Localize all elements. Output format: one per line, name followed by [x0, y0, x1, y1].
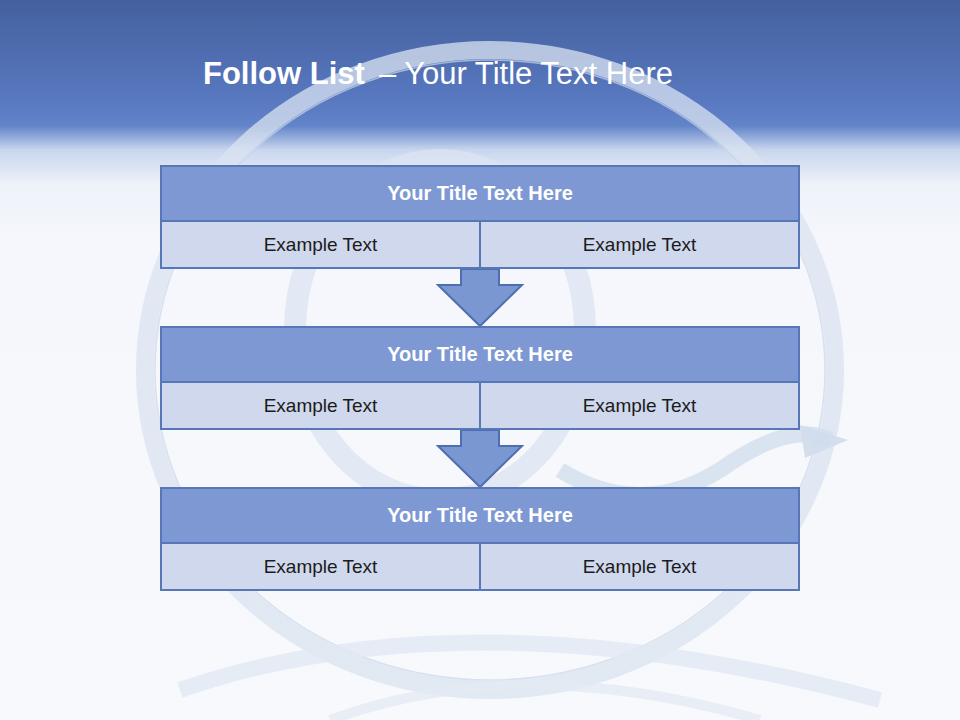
- example-cell: Example Text: [160, 381, 481, 430]
- slide-heading: Follow List – Your Title Text Here: [203, 56, 673, 92]
- swirl-arrowhead: [800, 425, 848, 458]
- cell-text: Example Text: [583, 234, 697, 256]
- flow-arrow: [438, 430, 522, 487]
- step-title: Your Title Text Here: [387, 504, 573, 527]
- swirl-ring: [145, 50, 835, 690]
- slide-title: Follow List: [203, 56, 365, 92]
- cell-text: Example Text: [264, 556, 378, 578]
- cell-text: Example Text: [264, 234, 378, 256]
- step-title: Your Title Text Here: [387, 182, 573, 205]
- title-band: Your Title Text Here: [160, 326, 800, 383]
- step-table: Your Title Text HereExample Text Example …: [160, 165, 800, 269]
- swirl-ring-edge: [155, 60, 825, 680]
- title-band: Your Title Text Here: [160, 487, 800, 544]
- step-table: Your Title Text HereExample Text Example …: [160, 326, 800, 430]
- slide-subtitle: – Your Title Text Here: [379, 56, 673, 92]
- example-cell: Example Text: [479, 220, 800, 269]
- swirl-reflection: [180, 642, 880, 700]
- example-cell: Example Text: [160, 220, 481, 269]
- example-cell: Example Text: [479, 542, 800, 591]
- cell-text: Example Text: [583, 556, 697, 578]
- flow-arrow: [438, 269, 522, 326]
- swirl-tail: [560, 434, 830, 495]
- swirl-reflection-edge: [330, 685, 760, 720]
- title-band: Your Title Text Here: [160, 165, 800, 222]
- cell-text: Example Text: [264, 395, 378, 417]
- step-table: Your Title Text HereExample Text Example …: [160, 487, 800, 591]
- cell-text: Example Text: [583, 395, 697, 417]
- example-cell: Example Text: [479, 381, 800, 430]
- step-title: Your Title Text Here: [387, 343, 573, 366]
- example-cell: Example Text: [160, 542, 481, 591]
